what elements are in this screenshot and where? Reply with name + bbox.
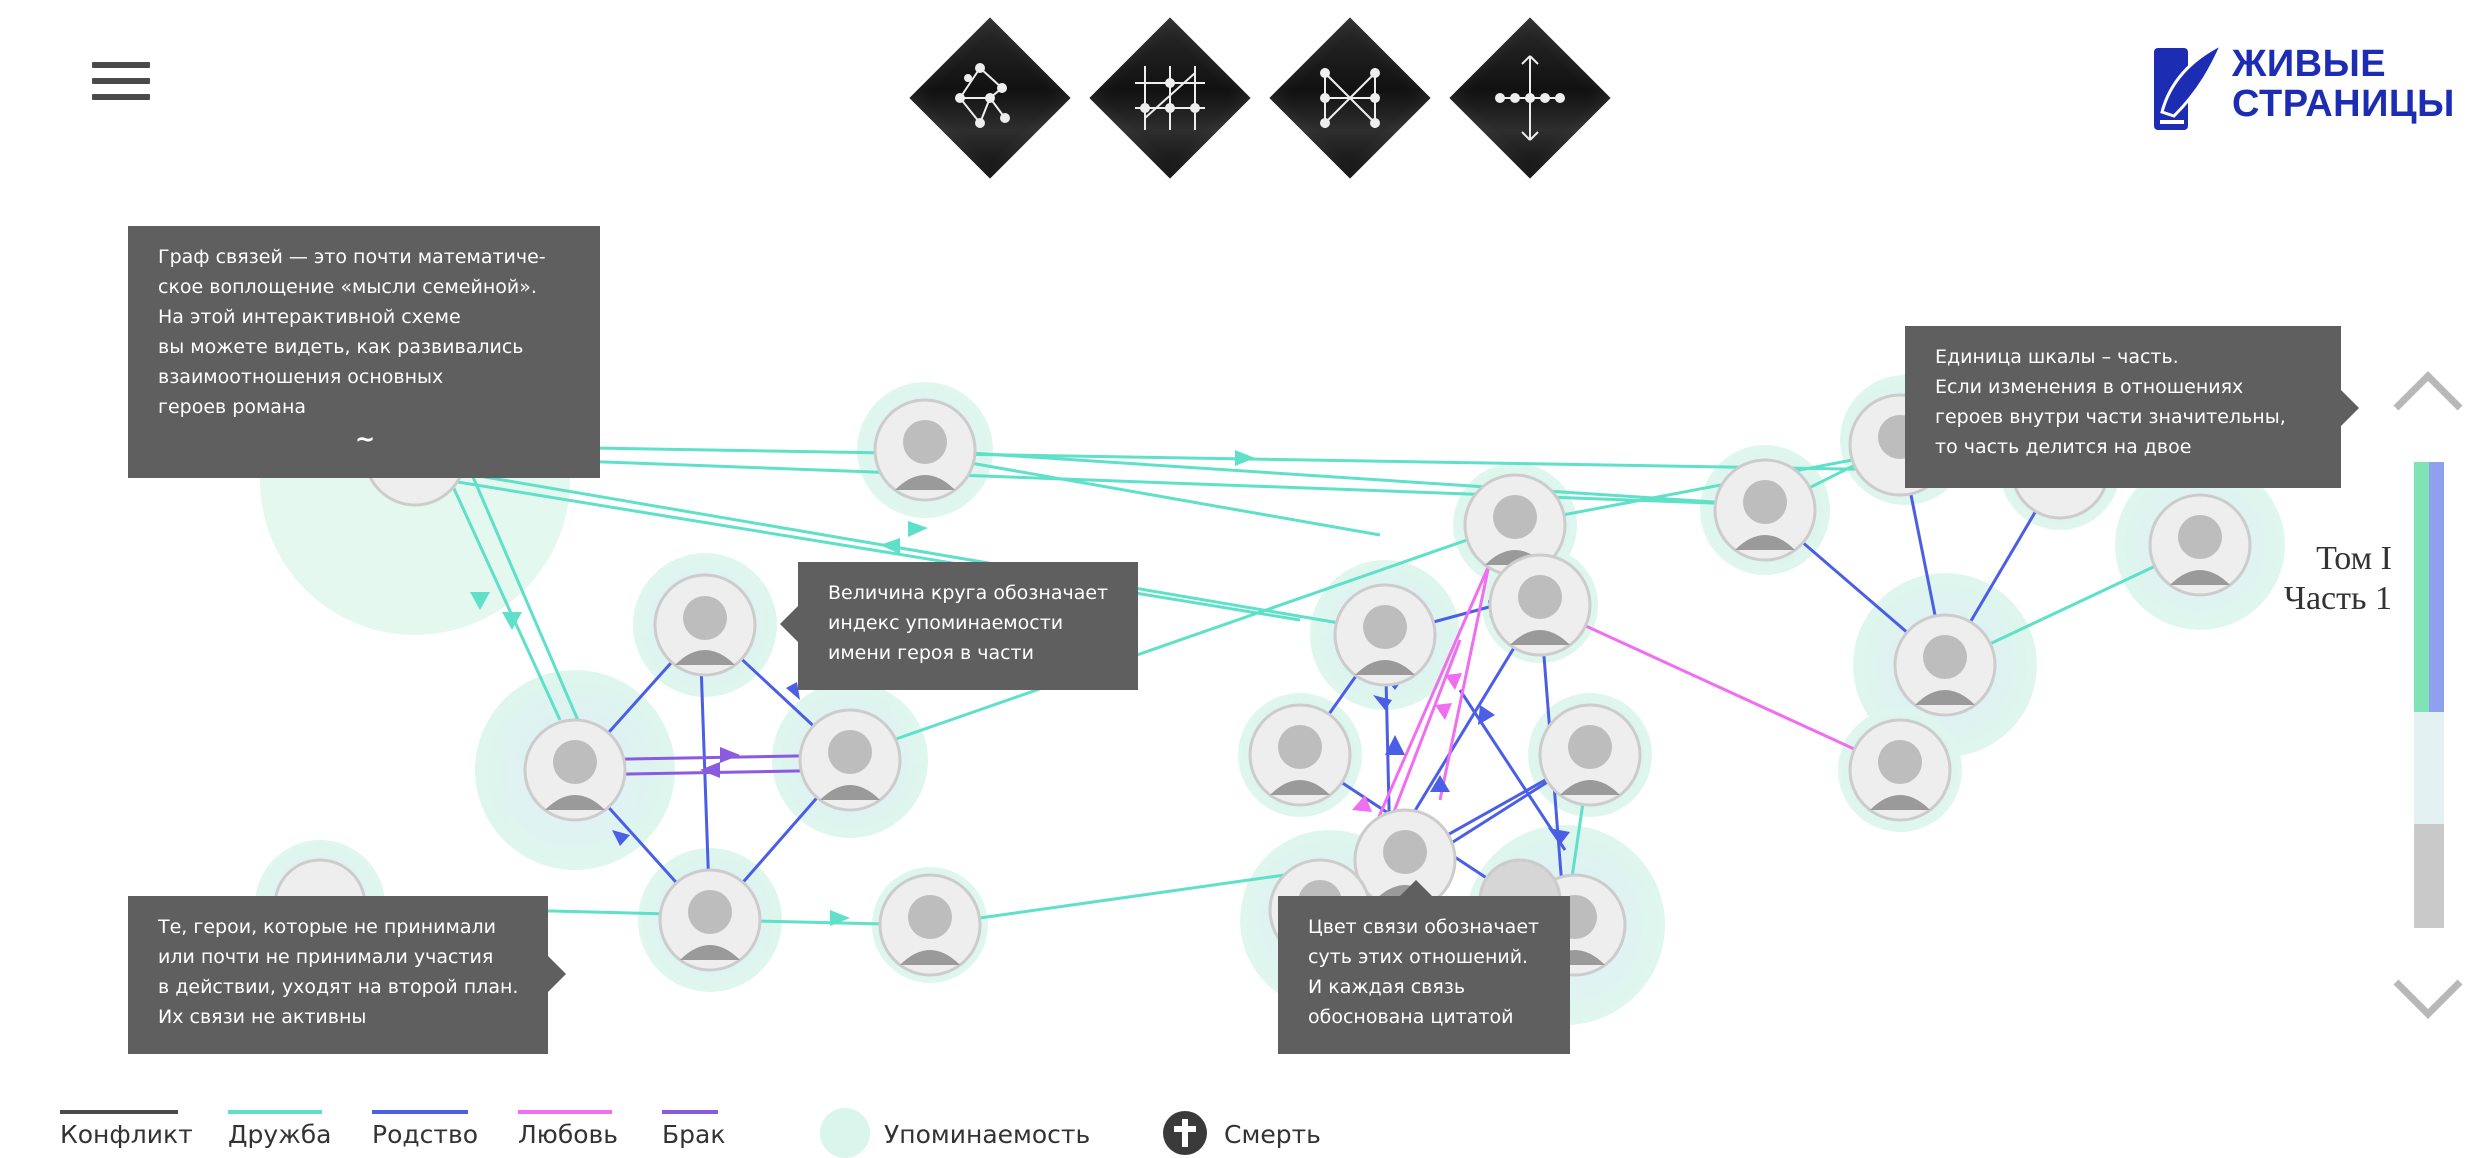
circle-size-tooltip: Величина круга обозначает индекс упомина… [798,562,1138,690]
tooltip-pointer [780,606,798,642]
character-node[interactable] [1540,705,1640,805]
legend-marriage-swatch [662,1110,718,1114]
character-node[interactable] [1895,615,1995,715]
character-node[interactable] [1850,720,1950,820]
character-node[interactable] [1335,585,1435,685]
tooltip-line: обоснована цитатой [1308,1002,1542,1032]
tooltip-line: индекс упоминаемости [828,608,1110,638]
scale-volume-label: Том I [2316,540,2392,578]
tooltip-line: суть этих отношений. [1308,942,1542,972]
legend-mentions-label[interactable]: Упоминаемость [884,1120,1090,1149]
scroll-up-chevron-icon[interactable] [2392,368,2464,414]
mention-circle-icon [820,1108,870,1158]
scale-segment-current[interactable] [2414,462,2444,712]
tooltip-line: И каждая связь [1308,972,1542,1002]
character-node[interactable] [800,710,900,810]
cross-icon [1162,1110,1208,1156]
legend-kinship-label[interactable]: Родство [372,1120,478,1149]
scale-segment[interactable] [2414,712,2444,824]
graph-intro-tooltip: Граф связей — это почти математиче- ское… [128,226,600,478]
character-node[interactable] [660,870,760,970]
character-node[interactable] [2150,495,2250,595]
scroll-down-chevron-icon[interactable] [2392,976,2464,1022]
tooltip-line: героев романа [158,392,572,422]
tooltip-line: героев внутри части значительны, [1935,402,2313,432]
tooltip-pointer [548,956,566,992]
legend-friendship-label[interactable]: Дружба [228,1120,331,1149]
legend-marriage-label[interactable]: Брак [662,1120,725,1149]
character-node[interactable] [1490,555,1590,655]
tooltip-pointer [2341,390,2359,426]
scale-segment[interactable] [2414,824,2444,928]
tooltip-line: Единица шкалы – часть. [1935,342,2313,372]
character-node[interactable] [1715,460,1815,560]
legend-conflict-swatch [60,1110,178,1114]
tooltip-close-icon[interactable]: ~ [158,424,572,454]
tooltip-line: имени героя в части [828,638,1110,668]
tooltip-line: На этой интерактивной схеме [158,302,572,332]
character-node[interactable] [525,720,625,820]
tooltip-line: Если изменения в отношениях [1935,372,2313,402]
tooltip-line: Величина круга обозначает [828,578,1110,608]
tooltip-line: вы можете видеть, как развивались [158,332,572,362]
inactive-heroes-tooltip: Те, герои, которые не принимали или почт… [128,896,548,1054]
tooltip-line: Цвет связи обозначает [1308,912,1542,942]
character-node[interactable] [1250,705,1350,805]
legend-love-swatch [518,1110,612,1114]
character-node[interactable] [875,400,975,500]
tooltip-line: Их связи не активны [158,1002,520,1032]
scale-part-label: Часть 1 [2284,580,2392,618]
legend-love-label[interactable]: Любовь [518,1120,618,1149]
legend-death-label[interactable]: Смерть [1224,1120,1321,1149]
tooltip-line: в действии, уходят на второй план. [158,972,520,1002]
legend-conflict-label[interactable]: Конфликт [60,1120,193,1149]
tooltip-line: или почти не принимали участия [158,942,520,972]
tooltip-line: Те, герои, которые не принимали [158,912,520,942]
tooltip-pointer [1400,880,1432,896]
tooltip-line: ское воплощение «мысли семейной». [158,272,572,302]
character-node[interactable] [655,575,755,675]
tooltip-line: Граф связей — это почти математиче- [158,242,572,272]
scale-unit-tooltip: Единица шкалы – часть. Если изменения в … [1905,326,2341,488]
character-node[interactable] [880,875,980,975]
legend-friendship-swatch [228,1110,322,1114]
tooltip-line: взаимоотношения основных [158,362,572,392]
link-color-tooltip: Цвет связи обозначает суть этих отношени… [1278,896,1570,1054]
tooltip-line: то часть делится на двое [1935,432,2313,462]
legend-kinship-swatch [372,1110,468,1114]
